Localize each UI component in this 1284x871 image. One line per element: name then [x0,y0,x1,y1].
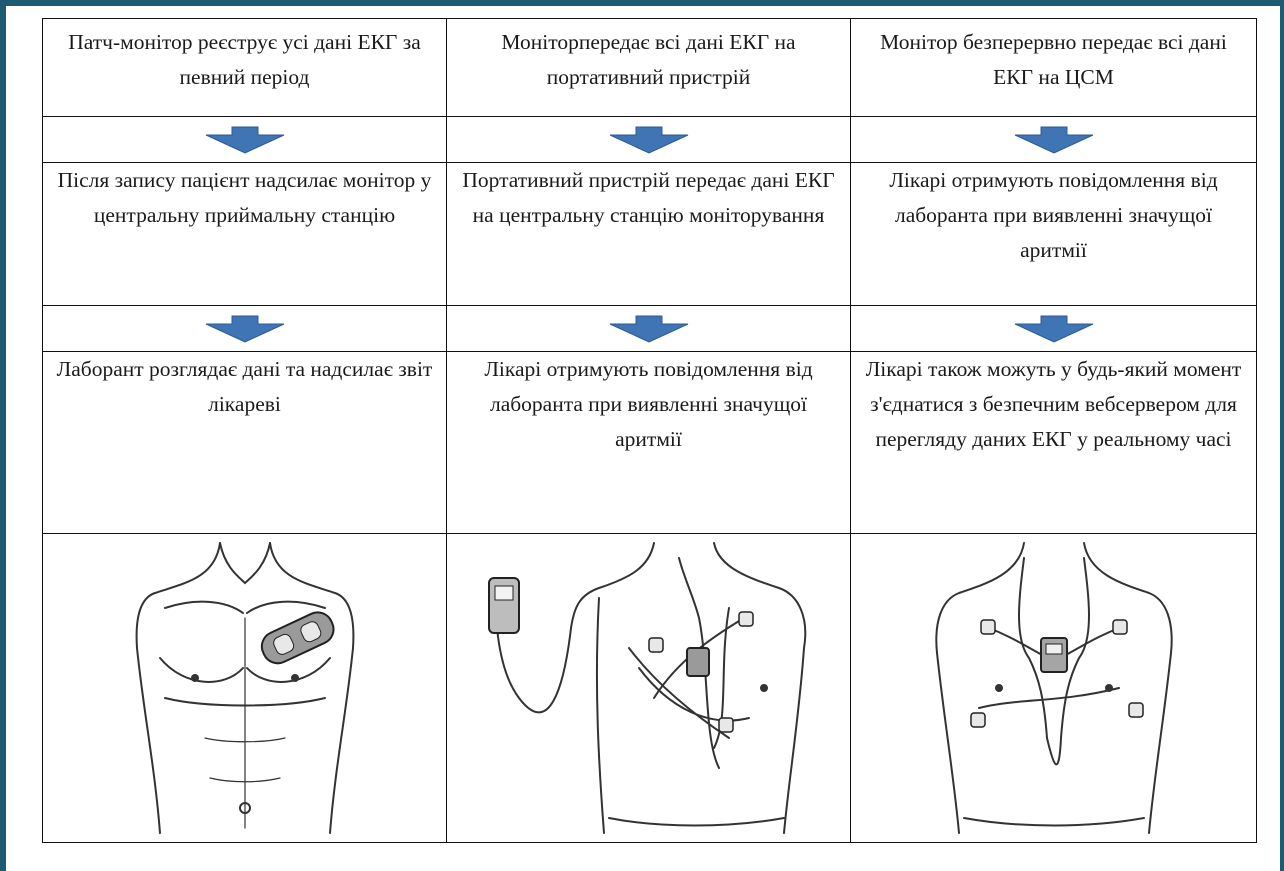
cell-step2-handheld: Портативний пристрій передає дані ЕКГ на… [447,163,851,306]
row-step3: Лаборант розглядає дані та надсилає звіт… [43,352,1257,534]
down-arrow-icon [51,315,438,343]
row-step1: Патч-монітор реєструє усі дані ЕКГ за пе… [43,19,1257,117]
cell-step2-wired: Лікарі отримують повідомлення від лабора… [851,163,1257,306]
row-arrow-1 [43,117,1257,163]
cell-step2-patch: Після запису пацієнт надсилає монітор у … [43,163,447,306]
down-arrow-icon [859,126,1248,154]
cell-step1-handheld: Моніторпередає всі дані ЕКГ на портативн… [447,19,851,117]
step1-text: Моніторпередає всі дані ЕКГ на портативн… [455,25,842,95]
cell-step3-handheld: Лікарі отримують повідомлення від лабора… [447,352,851,534]
row-step2: Після запису пацієнт надсилає монітор у … [43,163,1257,306]
down-arrow-icon [455,315,842,343]
page-frame-left [0,0,6,871]
cell-step3-wired: Лікарі також можуть у будь-який момент з… [851,352,1257,534]
step3-text: Лікарі отримують повідомлення від лабора… [455,352,842,457]
step3-text: Лікарі також можуть у будь-який момент з… [859,352,1248,457]
down-arrow-icon [455,126,842,154]
cell-step1-patch: Патч-монітор реєструє усі дані ЕКГ за пе… [43,19,447,117]
cell-step3-patch: Лаборант розглядає дані та надсилає звіт… [43,352,447,534]
down-arrow-icon [51,126,438,154]
step2-text: Після запису пацієнт надсилає монітор у … [51,163,438,233]
page-frame-right [1280,0,1284,871]
handheld-device-torso-illustration [447,538,850,838]
step2-text: Портативний пристрій передає дані ЕКГ на… [455,163,842,233]
row-arrow-2 [43,306,1257,352]
patch-monitor-torso-illustration [43,538,446,838]
wired-monitor-torso-illustration [851,538,1256,838]
step1-text: Патч-монітор реєструє усі дані ЕКГ за пе… [51,25,438,95]
step1-text: Монітор безперервно передає всі дані ЕКГ… [859,25,1248,95]
down-arrow-icon [859,315,1248,343]
row-illustrations [43,534,1257,843]
page-frame-top [0,0,1284,6]
cell-step1-wired: Монітор безперервно передає всі дані ЕКГ… [851,19,1257,117]
monitoring-flow-table: Патч-монітор реєструє усі дані ЕКГ за пе… [42,18,1257,843]
step3-text: Лаборант розглядає дані та надсилає звіт… [51,352,438,422]
step2-text: Лікарі отримують повідомлення від лабора… [859,163,1248,268]
